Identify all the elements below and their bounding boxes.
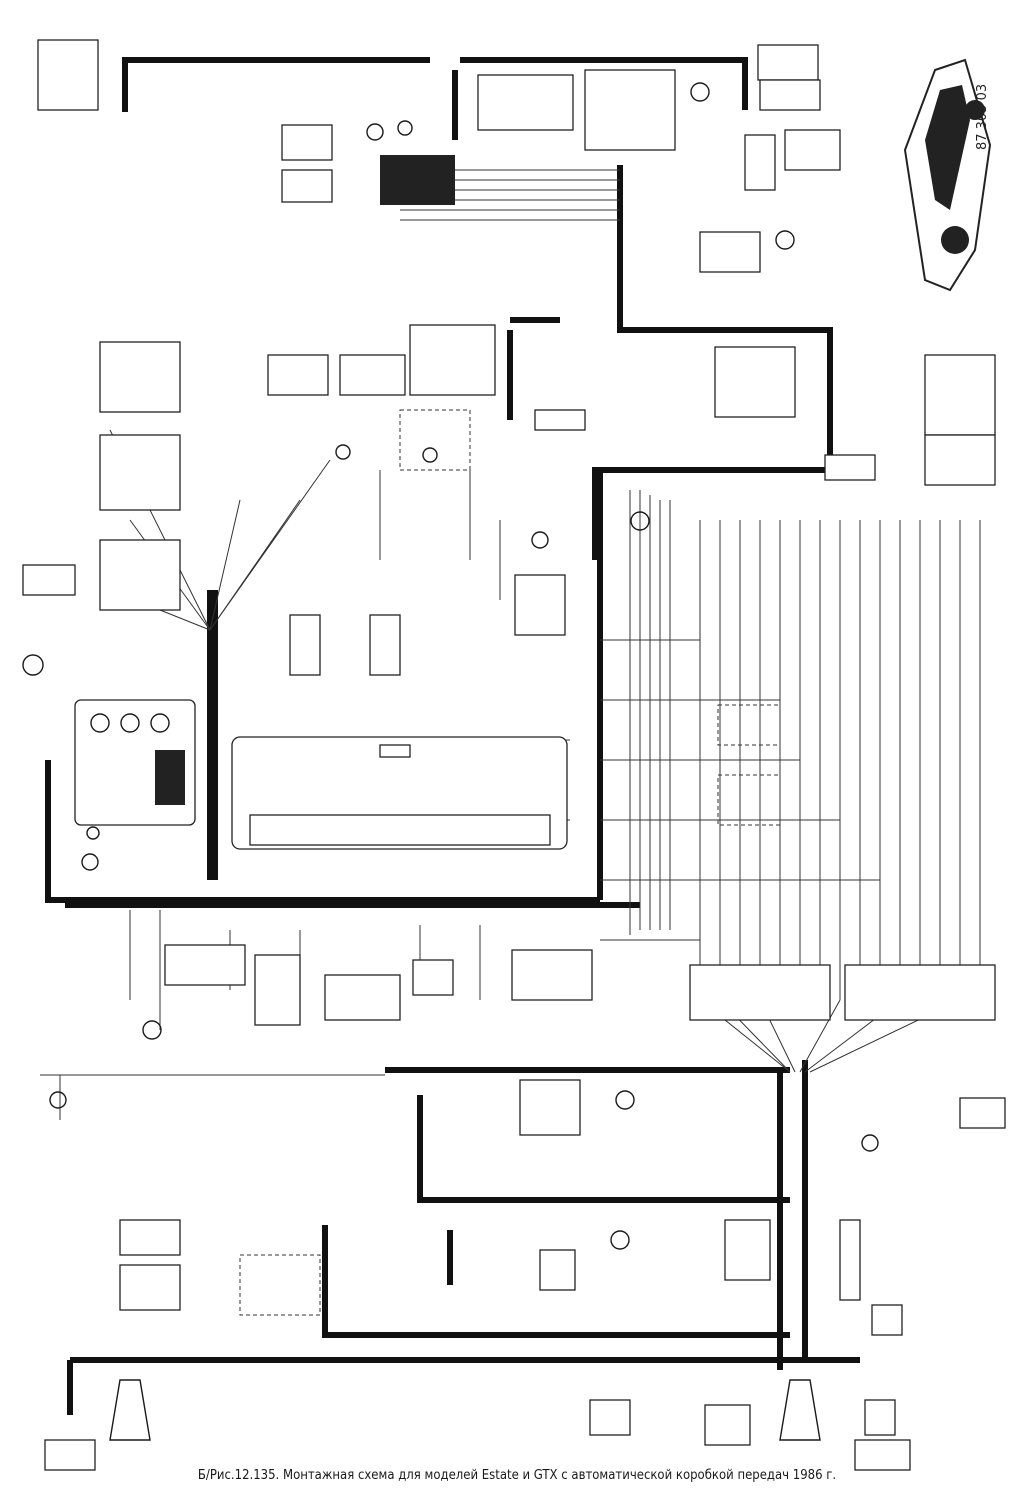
connectors bbox=[22, 39, 1006, 1471]
car-silhouette bbox=[903, 58, 992, 292]
dark-components bbox=[155, 155, 455, 805]
instrument-panel bbox=[231, 736, 568, 850]
drawing-code: 87 305 03 bbox=[975, 83, 990, 150]
relay-enclosures bbox=[239, 409, 781, 1316]
figure-caption: Б/Рис.12.135. Монтажная схема для моделе… bbox=[197, 1468, 837, 1483]
harness-buses bbox=[45, 57, 860, 1415]
lamps bbox=[22, 82, 879, 1441]
